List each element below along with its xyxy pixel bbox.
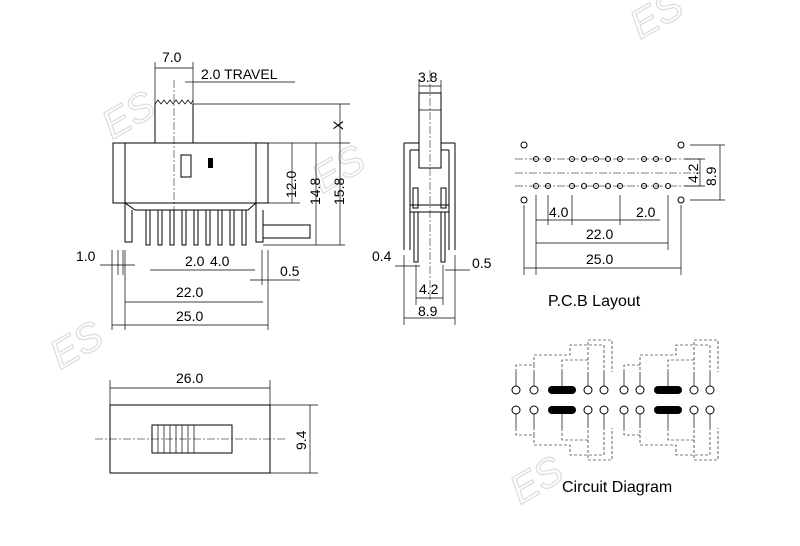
dim-knob-width: 7.0	[162, 49, 182, 65]
dim-pcb-pitch: 2.0	[636, 204, 656, 220]
body-base	[124, 202, 257, 211]
dim-pcb-gap: 4.0	[549, 204, 569, 220]
dim-pitch: 2.0	[185, 253, 205, 269]
dim-pcb-25: 25.0	[586, 251, 613, 267]
dim-row-side: 4.2	[419, 281, 439, 297]
switch-body	[112, 142, 269, 204]
dim-pin-width: 1.0	[76, 248, 96, 264]
mount-leg	[124, 203, 133, 243]
mount-leg	[255, 203, 264, 243]
circuit-title: Circuit Diagram	[562, 479, 672, 496]
dim-pcb-22: 22.0	[586, 226, 613, 242]
pcb-holes	[520, 141, 685, 204]
slider-mark	[208, 158, 213, 168]
dim-x: X	[330, 120, 346, 130]
dim-knob-width-side: 3.8	[418, 69, 438, 85]
side-pin	[413, 211, 419, 263]
circuit-contacts	[548, 386, 682, 414]
dim-body-width: 8.9	[418, 303, 438, 319]
slider-window	[180, 154, 192, 178]
side-pin	[440, 211, 446, 263]
pcb-title: P.C.B Layout	[548, 293, 641, 310]
dim-pin-side: 0.4	[372, 248, 392, 264]
top-view: 26.0 9.4	[95, 370, 318, 474]
circuit-diagram: Circuit Diagram	[511, 339, 719, 496]
dim-h148: 14.8	[307, 178, 323, 205]
circuit-dashed-links	[515, 339, 719, 461]
circuit-leads	[515, 372, 711, 428]
dim-pin-side-2: 0.5	[472, 255, 492, 271]
pins	[145, 209, 247, 246]
side-frame	[403, 143, 456, 250]
dim-pin-thickness: 0.5	[280, 263, 300, 279]
dim-pcb-42: 4.2	[685, 163, 701, 183]
dim-pcb-89: 8.9	[703, 166, 719, 186]
dim-gap: 4.0	[210, 253, 230, 269]
dim-h158: 15.8	[331, 178, 347, 205]
knob-serration	[154, 99, 194, 105]
watermark-text: ES	[623, 0, 691, 48]
watermark-text: ES	[95, 83, 163, 148]
dim-width: 9.4	[293, 430, 309, 450]
watermark-text: ES	[43, 313, 111, 378]
pcb-layout: 4.2 8.9 4.0 2.0 22.0 25.0 P.C.B Layout	[515, 141, 725, 310]
dim-h12: 12.0	[283, 171, 299, 198]
watermark-text: ES	[503, 448, 571, 513]
side-view: 3.8 0.4 0.5 4.2 8.9	[372, 69, 492, 325]
front-view: 7.0 2.0 TRAVEL X 12.0 14.8 15.8 1.0 2.0 …	[76, 49, 350, 330]
dim-span-22: 22.0	[176, 284, 203, 300]
dim-span-25: 25.0	[176, 308, 203, 324]
bracket-tab	[263, 224, 311, 239]
dim-length: 26.0	[176, 370, 203, 386]
dim-travel: 2.0 TRAVEL	[201, 66, 278, 82]
side-frame-top	[404, 142, 455, 151]
circuit-terminals	[511, 385, 715, 415]
